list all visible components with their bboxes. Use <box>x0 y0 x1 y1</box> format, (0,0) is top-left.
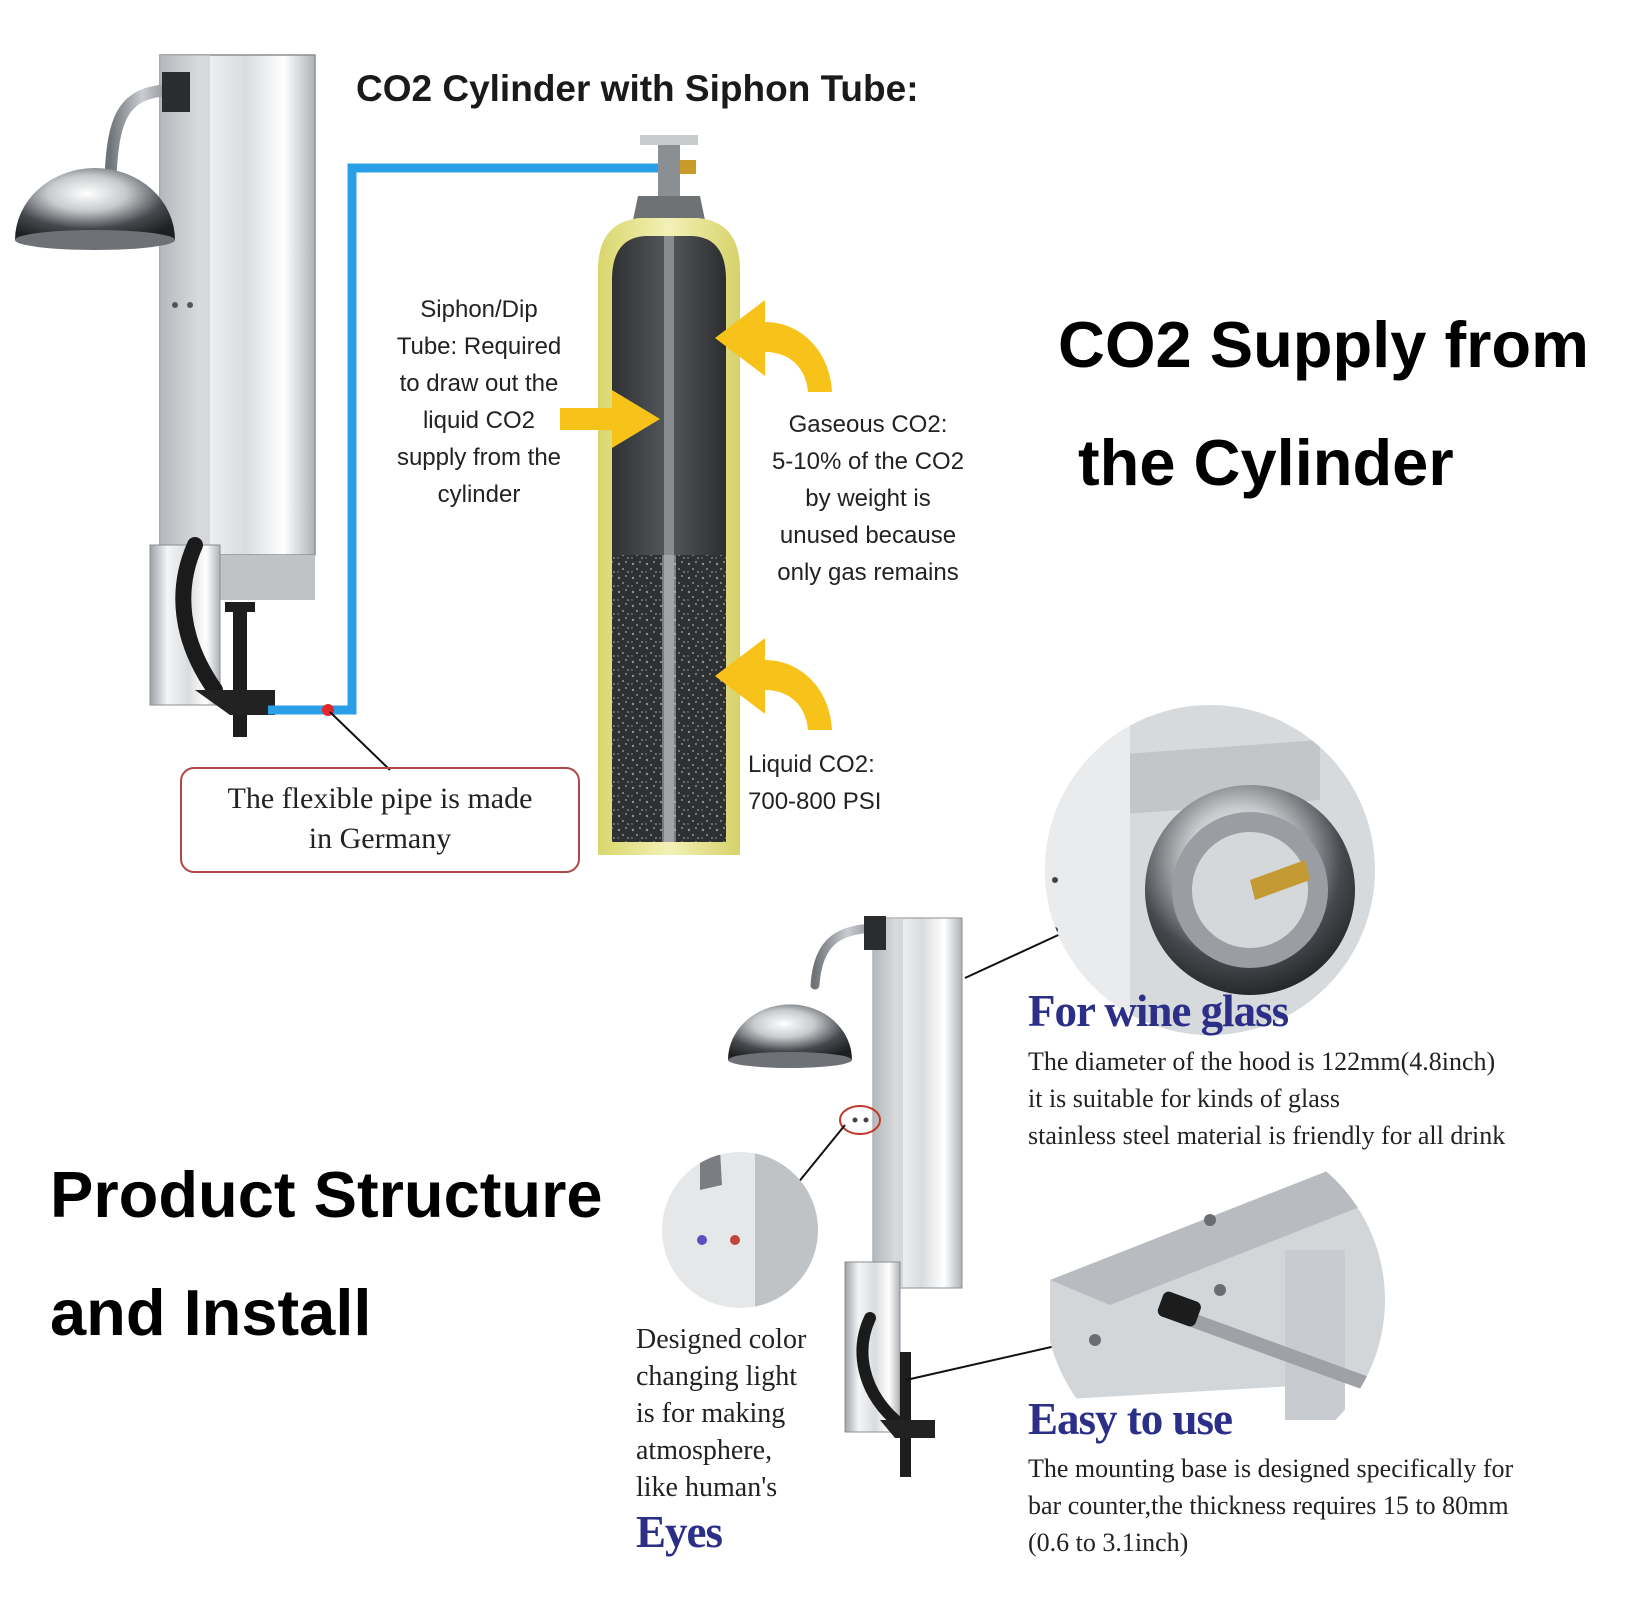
feature-line: stainless steel material is friendly for… <box>1028 1121 1506 1150</box>
dispenser-top-illustration <box>15 54 316 737</box>
liquid-co2-callout: Liquid CO2: 700-800 PSI <box>748 746 918 820</box>
gaseous-co2-callout: Gaseous CO2: 5-10% of the CO2 by weight … <box>748 406 988 591</box>
eyes-highlight-ring <box>839 1105 881 1135</box>
callout-line: unused because <box>779 522 957 549</box>
feature-line: is for making <box>636 1398 786 1429</box>
headline-line: CO2 Supply from <box>1058 308 1589 381</box>
callout-line: Siphon/Dip <box>420 296 538 323</box>
pipe-note-line: The flexible pipe is made <box>227 782 533 815</box>
feature-line: (0.6 to 3.1inch) <box>1028 1528 1189 1557</box>
feature-line: The diameter of the hood is 122mm(4.8inc… <box>1028 1047 1496 1076</box>
arrow-gaseous <box>715 300 832 392</box>
feature-desc-eyes: Designed color changing light is for mak… <box>636 1321 806 1506</box>
co2-pipe <box>268 163 690 715</box>
callout-line: 700-800 PSI <box>748 788 882 815</box>
feature-line: like human's <box>636 1472 778 1503</box>
pipe-note-box <box>180 767 580 873</box>
callout-line: Liquid CO2: <box>748 751 875 778</box>
feature-line: Designed color <box>636 1324 807 1355</box>
headline-product-structure: Product Structure and Install <box>50 1136 603 1372</box>
eyes-detail-closeup <box>662 1152 818 1308</box>
callout-line: cylinder <box>437 481 521 508</box>
clamp-detail-closeup <box>1045 1130 1385 1470</box>
feature-line: bar counter,the thickness requires 15 to… <box>1028 1491 1509 1520</box>
pipe-callout-leader <box>329 711 391 771</box>
pipe-note-line: in Germany <box>308 822 452 855</box>
callout-line: by weight is <box>805 485 931 512</box>
callout-line: liquid CO2 <box>422 407 536 434</box>
arrow-siphon <box>560 390 660 448</box>
diagram-title: CO2 Cylinder with Siphon Tube: <box>356 68 919 109</box>
headline-co2-supply: CO2 Supply from the Cylinder <box>1058 286 1589 522</box>
feature-title-easy-to-use: Easy to use <box>1028 1394 1233 1444</box>
headline-line: Product Structure <box>50 1158 603 1231</box>
siphon-tube-callout: Siphon/Dip Tube: Required to draw out th… <box>366 291 592 513</box>
feature-line: atmosphere, <box>636 1435 773 1466</box>
co2-cylinder-illustration <box>598 135 740 855</box>
feature-desc-easy-to-use: The mounting base is designed specifical… <box>1028 1450 1513 1561</box>
pipe-note: The flexible pipe is made in Germany <box>180 779 580 859</box>
callout-line: supply from the <box>396 444 562 471</box>
feature-line: The mounting base is designed specifical… <box>1028 1454 1514 1483</box>
headline-line: the Cylinder <box>1078 426 1454 499</box>
callout-line: 5-10% of the CO2 <box>771 448 965 475</box>
feature-desc-wine-glass: The diameter of the hood is 122mm(4.8inc… <box>1028 1043 1505 1154</box>
headline-line: and Install <box>50 1276 372 1349</box>
feature-line: it is suitable for kinds of glass <box>1028 1084 1340 1113</box>
callout-line: to draw out the <box>399 370 559 397</box>
dispenser-bottom-illustration <box>728 916 963 1477</box>
arrow-liquid <box>715 638 832 730</box>
feature-line: changing light <box>636 1361 797 1392</box>
callout-line: Gaseous CO2: <box>788 411 948 438</box>
hood-detail-closeup <box>1045 705 1375 1035</box>
feature-title-eyes: Eyes <box>636 1507 723 1557</box>
callout-line: only gas remains <box>777 559 959 586</box>
feature-title-wine-glass: For wine glass <box>1028 986 1289 1036</box>
callout-line: Tube: Required <box>396 333 562 360</box>
